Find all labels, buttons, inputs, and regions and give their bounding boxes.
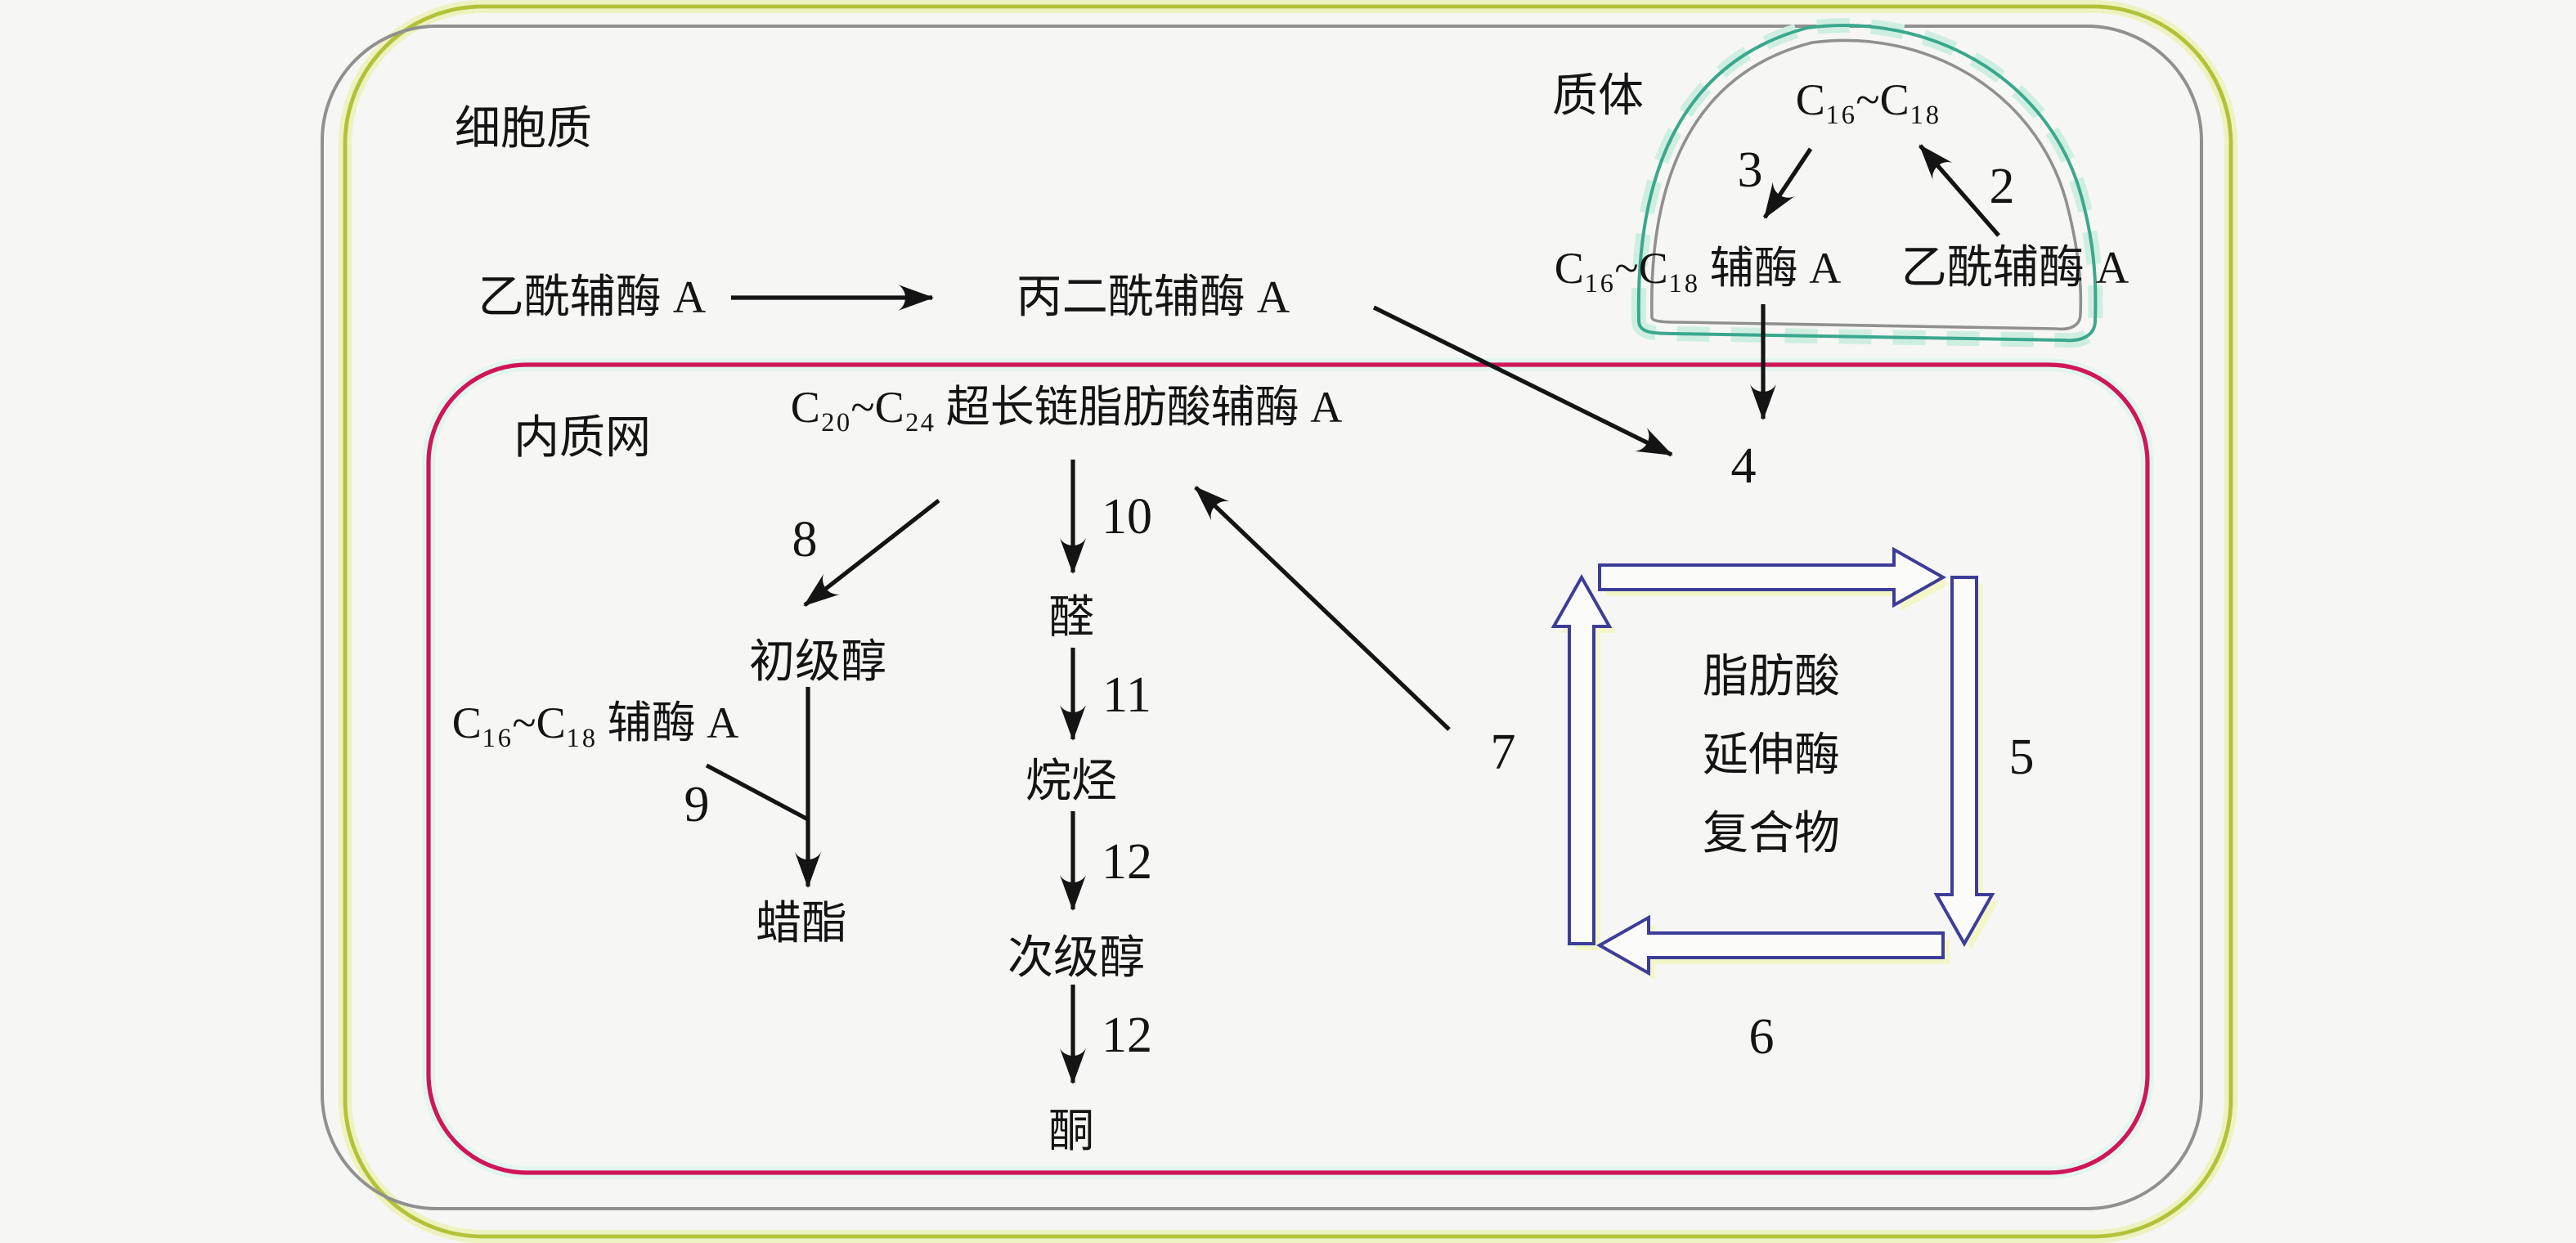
- plastid-inner-outline: [1650, 38, 2083, 331]
- node-elongase-line2: 延伸酶: [1703, 730, 1840, 781]
- step-label-4: 4: [1731, 438, 1757, 494]
- plastid-outer-outline: [1636, 24, 2098, 343]
- node-elongase-line1: 脂肪酸: [1703, 652, 1840, 702]
- region-label-cytoplasm: 细胞质: [455, 104, 592, 155]
- node-aldehyde: 醛: [1048, 593, 1094, 644]
- step-label-12a: 12: [1102, 834, 1152, 890]
- step-label-8: 8: [792, 512, 818, 568]
- step-label-9: 9: [684, 777, 710, 832]
- node-alkane: 烷烃: [1025, 756, 1117, 807]
- plasma-membrane-outline: [321, 25, 2203, 1210]
- step-label-2: 2: [1990, 159, 2015, 214]
- step-label-10: 10: [1102, 489, 1152, 545]
- cycle-arrow-bottom-icon: [1595, 914, 1945, 976]
- step-label-3: 3: [1738, 142, 1763, 198]
- step-label-5: 5: [2009, 729, 2035, 785]
- cycle-arrow-left-icon: [1551, 573, 1613, 945]
- node-primary-alcohol: 初级醇: [749, 637, 886, 688]
- arrow-step3: [1762, 147, 1813, 219]
- node-vlcfa-coa: C₂₀~C₂₄ 超长链脂肪酸辅酶 A: [791, 383, 1343, 432]
- node-malonyl-coa: 丙二酰辅酶 A: [1016, 272, 1290, 323]
- cell-wall-halo: [339, 0, 2237, 1243]
- arrow-malonyl-to-step4: [1372, 305, 1673, 457]
- step-label-12b: 12: [1102, 1007, 1152, 1063]
- node-elongase-line3: 复合物: [1703, 809, 1840, 859]
- cycle-arrow-top-icon: [1598, 546, 1947, 608]
- er-membrane-halo: [422, 358, 2154, 1179]
- region-label-er: 内质网: [514, 413, 651, 464]
- cell-wall-outline: [343, 4, 2233, 1239]
- node-plastid-acetyl-coa: 乙酰辅酶 A: [1901, 243, 2129, 294]
- er-membrane-outline: [426, 362, 2150, 1175]
- node-secondary-alcohol: 次级醇: [1008, 933, 1145, 984]
- line-step9-junction: [705, 763, 810, 822]
- arrow-step8: [803, 498, 940, 608]
- node-er-c16-c18-coa: C₁₆~C₁₈ 辅酶 A: [452, 698, 739, 747]
- step-label-11: 11: [1102, 667, 1151, 723]
- node-plastid-c16-c18: C₁₆~C₁₈: [1796, 75, 1941, 124]
- arrow-step7: [1194, 486, 1451, 731]
- region-label-plastid: 质体: [1552, 71, 1644, 122]
- step-label-7: 7: [1491, 725, 1516, 780]
- arrow-step2: [1919, 144, 2000, 237]
- cycle-arrow-right-icon: [1933, 576, 1995, 948]
- node-ketone: 酮: [1048, 1106, 1094, 1157]
- step-label-6: 6: [1749, 1009, 1775, 1065]
- node-wax-ester: 蜡酯: [756, 899, 847, 949]
- node-cytoplasm-acetyl-coa: 乙酰辅酶 A: [478, 272, 707, 323]
- node-plastid-c16-c18-coa: C₁₆~C₁₈ 辅酶 A: [1555, 244, 1842, 293]
